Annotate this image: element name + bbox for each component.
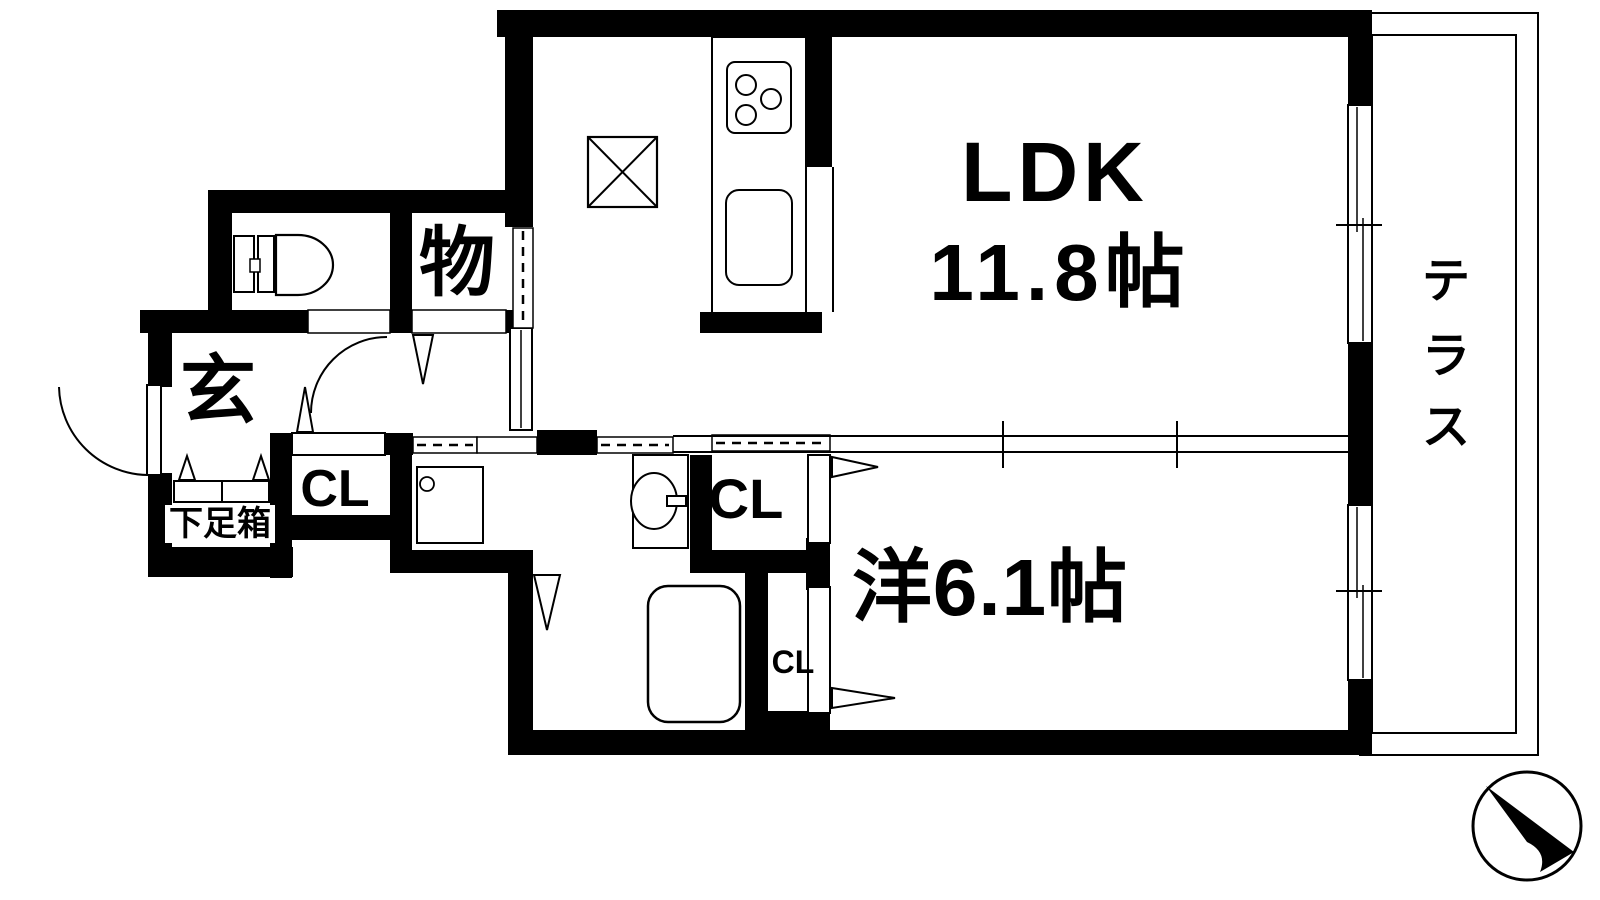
shoebox-triangle-left: [177, 452, 197, 481]
wall-bath-left: [508, 550, 533, 755]
west-closet-arrow-upper: [831, 455, 879, 479]
wall-top: [497, 10, 1360, 37]
compass-north-arrow-icon: [1486, 786, 1574, 872]
closet-west-upper-label: CL: [708, 467, 784, 530]
refrigerator-space: [586, 135, 659, 209]
wall-washroom-right: [690, 455, 712, 573]
window-western: [1347, 504, 1373, 681]
west-closet-door-lower: [807, 586, 831, 714]
ldk-room-size: 11.8帖: [929, 228, 1191, 317]
closet-west-lower-label: CL: [771, 644, 815, 680]
storage-door-opening: [411, 309, 507, 334]
burner-3: [735, 104, 757, 126]
bath-door-swing: [532, 574, 562, 631]
closet1-sliding-door: [291, 432, 386, 456]
entry-door-leaf: [146, 384, 162, 476]
washing-machine-pan: [416, 466, 484, 544]
shoebox-cell-left: [173, 480, 223, 503]
terrace-label-char-3: ス: [1421, 401, 1471, 454]
toilet-tank-notch: [249, 258, 261, 273]
wall-washroom-bottom: [390, 550, 533, 573]
entry-door-arc: [58, 386, 149, 476]
storage-label: 物: [419, 221, 495, 306]
door-swings: [58, 334, 896, 710]
shoebox-cell-right: [221, 480, 270, 503]
terrace-outer-border: [1359, 12, 1539, 756]
closet-hall-label: CL: [300, 460, 370, 518]
hall-door-arc: [310, 336, 388, 414]
wall-band-mid: [537, 430, 597, 455]
ldk-room-label: LDK: [961, 125, 1149, 219]
wall-closet2-bottom: [712, 550, 830, 573]
west-closet-door-upper: [807, 454, 831, 544]
shoebox-triangle-right: [251, 452, 271, 481]
windows: [1336, 104, 1382, 681]
shoebox-label: 下足箱: [165, 505, 275, 543]
wall-closet1-bottom: [270, 515, 390, 540]
wall-washroom-left: [390, 433, 412, 573]
washroom-door-leaf: [476, 436, 538, 454]
fixtures: [173, 36, 834, 724]
washing-machine-drain: [419, 476, 435, 492]
wall-closet3-bottom-stub: [768, 711, 830, 733]
wall-counter-bottom-stub: [700, 312, 822, 333]
western-room-label: 洋6.1帖: [851, 543, 1129, 632]
bathtub: [646, 584, 742, 724]
wall-band-left: [385, 433, 413, 455]
refrigerator-cross-2: [587, 136, 658, 208]
west-closet-arrow-lower: [831, 686, 896, 710]
terrace-label-char-1: テ: [1421, 255, 1471, 308]
burner-2: [760, 88, 782, 110]
entrance-label: 玄: [180, 349, 256, 434]
wall-toilet-left: [208, 190, 232, 333]
terrace-label-char-2: ラ: [1421, 330, 1471, 383]
storage-door-swing: [411, 334, 435, 385]
wall-bath-closet-divider: [745, 573, 768, 730]
terrace-inner-border: [1371, 34, 1517, 734]
toilet-bowl: [274, 233, 335, 297]
walls: [140, 10, 1372, 755]
wall-toilet-top: [208, 190, 533, 213]
wall-entry-bottom: [148, 547, 293, 577]
wall-counter-right-stub: [806, 35, 832, 167]
terrace-outline: [1359, 12, 1539, 756]
burner-1: [735, 74, 757, 96]
stove: [726, 61, 792, 134]
kitchen-sink: [725, 189, 793, 286]
wall-entry-left-upper: [148, 310, 172, 387]
toilet-door-opening: [307, 309, 391, 334]
kitchen-opening-upper: [512, 227, 534, 329]
wall-bottom: [508, 730, 1372, 755]
room-partition: [673, 421, 1348, 468]
wash-basin-faucet: [666, 495, 687, 507]
compass: [1471, 770, 1583, 882]
wall-toilet-storage-divider: [390, 213, 412, 333]
wall-hall-right: [270, 433, 292, 578]
hall-door-stop-triangle: [295, 386, 315, 433]
wall-below-toilet: [140, 310, 310, 333]
wall-closet-divider-stub: [806, 538, 830, 590]
